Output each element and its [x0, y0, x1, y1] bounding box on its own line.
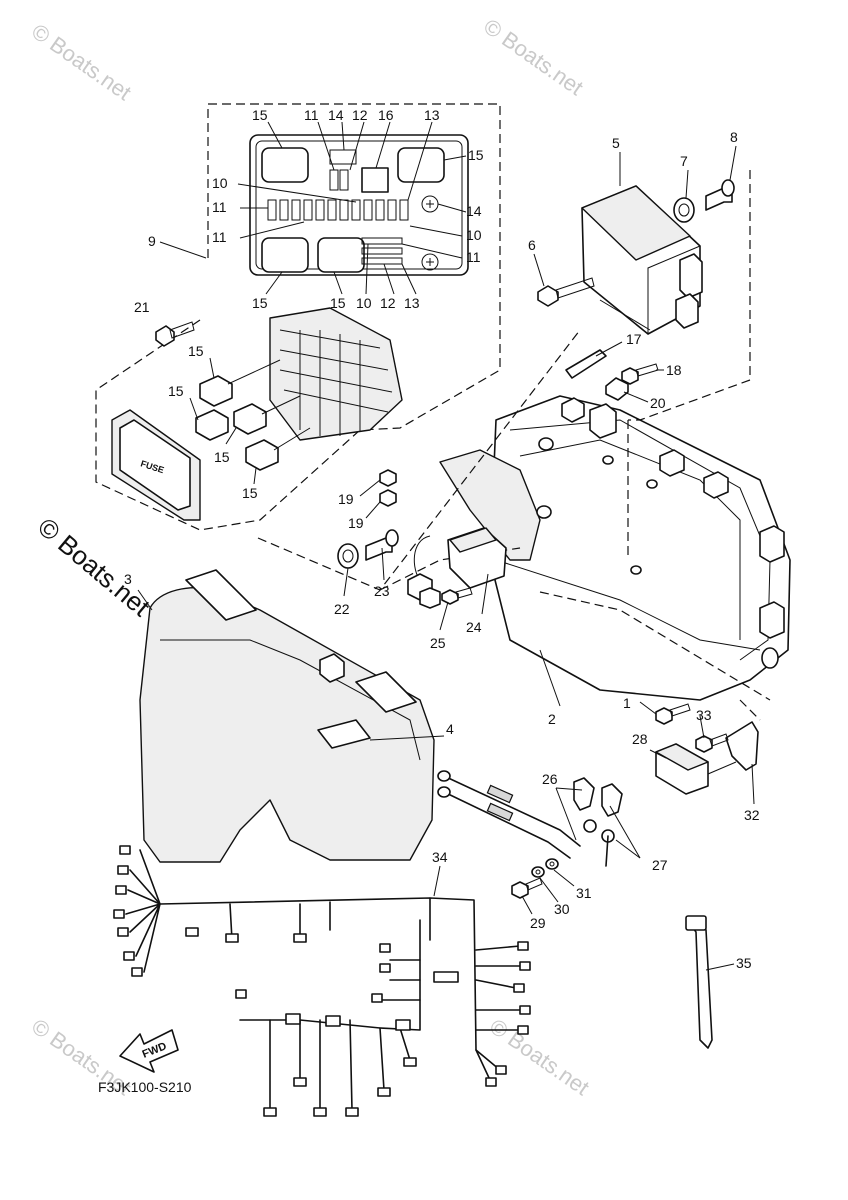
diagram-code: F3JK100-S210 — [98, 1079, 192, 1095]
callout-18: 18 — [666, 362, 682, 378]
callout-10a: 10 — [212, 175, 228, 191]
callout-15g: 15 — [214, 449, 230, 465]
callout-10b: 10 — [466, 227, 482, 243]
callout-6: 6 — [528, 237, 536, 253]
callout-15d: 15 — [330, 295, 346, 311]
callout-13b: 13 — [404, 295, 420, 311]
callout-12b: 12 — [380, 295, 396, 311]
callout-31: 31 — [576, 885, 592, 901]
callout-35: 35 — [736, 955, 752, 971]
wire-harness — [113, 845, 531, 1117]
callout-14a: 14 — [328, 107, 344, 123]
callout-7: 7 — [680, 153, 688, 169]
callout-20: 20 — [650, 395, 666, 411]
fuse-box-detail: FUSE — [95, 103, 501, 531]
watermark-top-right: © Boats.net — [479, 14, 588, 101]
callout-12a: 12 — [352, 107, 368, 123]
callout-15a: 15 — [252, 107, 268, 123]
forward-arrow-icon: FWD — [119, 1029, 179, 1073]
watermark-side: © Boats.net — [32, 512, 156, 623]
callout-21: 21 — [134, 299, 150, 315]
callout-11d: 11 — [466, 249, 481, 265]
callout-15c: 15 — [252, 295, 268, 311]
callout-24: 24 — [466, 619, 482, 635]
callout-16: 16 — [378, 107, 394, 123]
watermark-bottom-right: © Boats.net — [485, 1014, 594, 1101]
callout-10c: 10 — [356, 295, 372, 311]
callout-14b: 14 — [466, 203, 482, 219]
callout-11a: 11 — [304, 107, 319, 123]
fuse-slots — [267, 149, 439, 271]
callout-15h: 15 — [242, 485, 258, 501]
callout-8: 8 — [730, 129, 738, 145]
callout-4: 4 — [446, 721, 454, 737]
box-cover — [137, 569, 445, 863]
callout-2: 2 — [548, 711, 556, 727]
callout-26: 26 — [542, 771, 558, 787]
callout-28: 28 — [632, 731, 648, 747]
callout-1: 1 — [623, 695, 631, 711]
callout-3: 3 — [124, 571, 132, 587]
fuse-panel-leaders — [159, 121, 467, 295]
callout-29: 29 — [530, 915, 546, 931]
control-unit — [533, 145, 737, 335]
grommet-and-solenoid — [337, 527, 507, 631]
bracket-parts — [565, 341, 664, 403]
callout-13a: 13 — [424, 107, 440, 123]
callout-30: 30 — [554, 901, 570, 917]
assembly-dash-lines — [257, 170, 771, 721]
callout-11b: 11 — [212, 199, 227, 215]
callout-17: 17 — [626, 331, 642, 347]
callout-numbers: 1 2 3 4 5 6 7 8 9 10 10 10 11 11 11 11 1… — [124, 107, 760, 971]
battery-cables — [437, 701, 759, 915]
callout-23: 23 — [374, 583, 390, 599]
callout-33: 33 — [696, 707, 712, 723]
callout-11c: 11 — [212, 229, 227, 245]
callout-5: 5 — [612, 135, 620, 151]
callout-25: 25 — [430, 635, 446, 651]
callout-34: 34 — [432, 849, 448, 865]
callout-9: 9 — [148, 233, 156, 249]
callout-22: 22 — [334, 601, 350, 617]
watermark-top-left: © Boats.net — [27, 19, 136, 106]
callout-32: 32 — [744, 807, 760, 823]
cable-tie — [685, 915, 735, 1049]
callout-27: 27 — [652, 857, 668, 873]
relays — [189, 357, 311, 485]
callout-15e: 15 — [188, 343, 204, 359]
callout-15f: 15 — [168, 383, 184, 399]
callout-19a: 19 — [338, 491, 354, 507]
electrical-box — [439, 395, 791, 707]
callout-19b: 19 — [348, 515, 364, 531]
callout-15b: 15 — [468, 147, 484, 163]
